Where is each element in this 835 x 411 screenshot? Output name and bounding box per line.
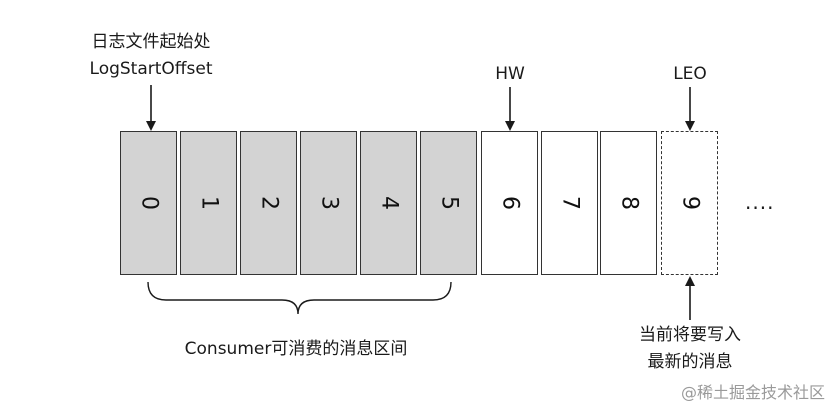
- offset-cell-label: 4: [376, 196, 401, 210]
- consumer-range-brace: [147, 281, 452, 315]
- offset-cell-3: 3: [300, 131, 357, 275]
- offset-cell-6: 6: [481, 131, 538, 275]
- offset-cell-label: 3: [316, 196, 341, 210]
- hw-label: HW: [495, 64, 525, 84]
- more-offsets-ellipsis: ....: [745, 190, 775, 214]
- offset-cell-4: 4: [360, 131, 417, 275]
- offset-cell-label: 6: [497, 196, 522, 210]
- offset-cell-2: 2: [240, 131, 297, 275]
- offset-cell-label: 8: [616, 196, 641, 210]
- watermark-text: @稀土掘金技术社区: [680, 383, 825, 402]
- offset-cell-5: 5: [420, 131, 477, 275]
- offset-cell-label: 5: [436, 196, 461, 210]
- offset-cell-1: 1: [180, 131, 237, 275]
- offset-cell-8: 8: [600, 131, 657, 275]
- offset-cell-label: 1: [196, 196, 221, 210]
- offset-cell-label: 0: [136, 196, 161, 210]
- offset-cell-label: 7: [557, 196, 582, 210]
- next-write-label-line1: 当前将要写入: [639, 325, 741, 345]
- offset-cell-7: 7: [541, 131, 598, 275]
- next-write-label-line2: 最新的消息: [647, 352, 733, 372]
- log-start-title: 日志文件起始处: [91, 32, 211, 52]
- offset-cell-9: 9: [661, 131, 718, 275]
- log-start-offset-label: LogStartOffset: [89, 59, 213, 79]
- offset-cell-label: 2: [256, 196, 281, 210]
- offset-cell-0: 0: [120, 131, 177, 275]
- consumer-range-label: Consumer可消费的消息区间: [184, 339, 408, 359]
- leo-label: LEO: [673, 64, 707, 84]
- offset-cell-label: 9: [677, 196, 702, 210]
